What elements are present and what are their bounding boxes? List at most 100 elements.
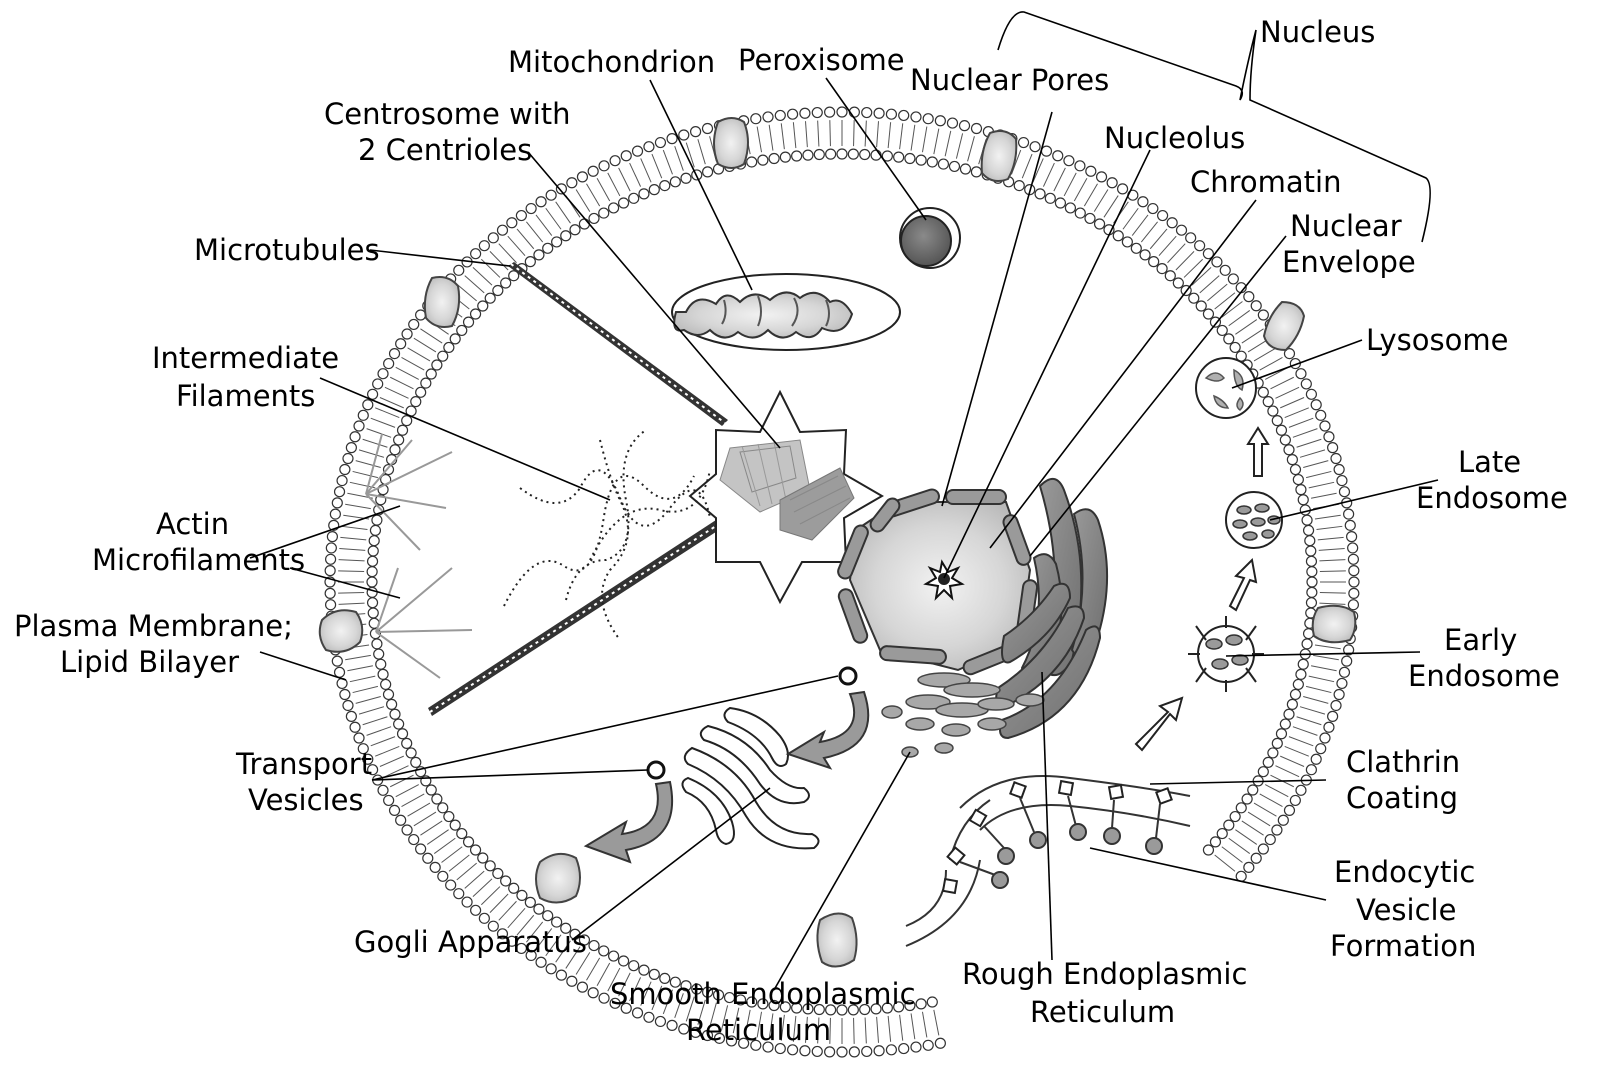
lipid-head [1097, 172, 1107, 182]
lipid-head [899, 110, 909, 120]
lipid-head [960, 164, 970, 174]
lipid-head [1344, 509, 1354, 519]
lipid-head [621, 151, 631, 161]
lipid-tail [347, 666, 373, 671]
lipid-head [479, 913, 489, 923]
lipid-tail [390, 775, 413, 787]
lipid-tail [1319, 603, 1345, 604]
lipid-head [432, 360, 442, 370]
lipid-tail [338, 593, 364, 594]
lipid-head [343, 700, 353, 710]
lipid-head [384, 359, 394, 369]
lipid-head [501, 278, 511, 288]
lipid-head [432, 794, 442, 804]
lipid-head [927, 997, 937, 1007]
lipid-tail [1168, 244, 1186, 263]
lipid-head [1107, 178, 1117, 188]
lipid-tail [1043, 163, 1054, 187]
label-early-endosome-2: Endosome [1408, 659, 1560, 693]
lipid-head [367, 567, 377, 577]
lipid-head [1045, 193, 1055, 203]
lipid-head [325, 588, 335, 598]
lipid-head [457, 325, 467, 335]
lipid-head [1258, 310, 1268, 320]
lipid-head [1328, 443, 1338, 453]
lipid-tail [1300, 450, 1325, 457]
lipid-head [751, 114, 761, 124]
lipid-tail [442, 847, 463, 863]
lipid-head [825, 1047, 835, 1057]
lipid-tail [805, 121, 807, 147]
lipid-head [376, 659, 386, 669]
lipid-head [588, 988, 598, 998]
lipid-head [1305, 536, 1315, 546]
lipid-tail [619, 168, 631, 191]
membrane-protein [425, 277, 459, 327]
lipid-tail [465, 871, 484, 888]
lipid-tail [854, 120, 855, 146]
lipid-head [332, 656, 342, 666]
lipid-tail [608, 173, 620, 196]
lipid-head [337, 476, 347, 486]
lipid-tail [1265, 785, 1288, 797]
lipid-head [354, 733, 364, 743]
lipid-tail [473, 267, 492, 285]
lipid-tail [1222, 847, 1243, 863]
lipid-head [567, 976, 577, 986]
lipid-head [862, 1046, 872, 1056]
lipid-head [1290, 795, 1300, 805]
lipid-head [923, 1040, 933, 1050]
membrane-protein [320, 610, 363, 652]
lipid-head [938, 159, 948, 169]
lipid-tail [536, 215, 552, 236]
lipid-tail [1297, 439, 1322, 447]
lipid-head [886, 109, 896, 119]
lipid-head [426, 785, 436, 795]
lipid-tail [363, 439, 388, 447]
lipid-head [972, 124, 982, 134]
lipid-head [911, 1042, 921, 1052]
lipid-tail [854, 1018, 855, 1044]
lipid-tail [449, 855, 469, 871]
lipid-head [1268, 406, 1278, 416]
lipid-head [1342, 656, 1352, 666]
lipid-head [1290, 689, 1300, 699]
lipid-tail [359, 450, 384, 457]
lipid-tail [911, 1013, 915, 1039]
lipid-head [1140, 250, 1150, 260]
lipid-tail [1280, 397, 1304, 407]
lipid-head [905, 153, 915, 163]
label-microtubules: Microtubules [194, 233, 380, 267]
lipid-head [340, 465, 350, 475]
lipid-tail [1260, 794, 1283, 807]
lipid-head [444, 812, 454, 822]
transport-vesicle [840, 668, 856, 684]
lipid-head [911, 112, 921, 122]
lipid-head [438, 803, 448, 813]
lipid-head [1242, 794, 1252, 804]
lipid-head [1258, 767, 1268, 777]
lipid-tail [781, 123, 784, 149]
lipid-head [416, 387, 426, 397]
lipid-tail [698, 139, 705, 164]
lipid-head [1306, 389, 1316, 399]
lipid-head [1293, 679, 1303, 689]
lipid-head [457, 829, 467, 839]
lipid-head [1265, 835, 1275, 845]
lipid-head [1248, 785, 1258, 795]
lipid-head [849, 1047, 859, 1057]
lipid-tail [380, 397, 404, 407]
lipid-tail [1319, 549, 1345, 551]
lipid-head [589, 213, 599, 223]
lipid-head [526, 204, 536, 214]
lipid-tail [427, 830, 448, 845]
lipid-head [1055, 198, 1065, 208]
lipid-tail [353, 471, 378, 477]
lipid-head [629, 961, 639, 971]
lipid-head [1085, 213, 1095, 223]
lipid-head [649, 185, 659, 195]
lipid-head [1244, 862, 1254, 872]
lipid-head [402, 825, 412, 835]
lipid-head [1035, 189, 1045, 199]
lipid-tail [675, 146, 684, 171]
